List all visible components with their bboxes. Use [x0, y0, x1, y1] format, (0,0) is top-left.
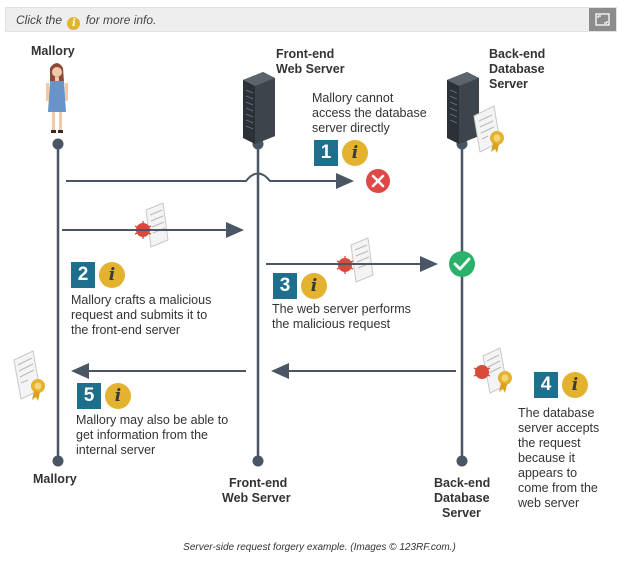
expand-icon [595, 13, 610, 26]
step-2-number: 2 [71, 262, 95, 288]
info-hint-suffix: for more info. [85, 13, 157, 27]
frontend-server-icon [243, 72, 275, 144]
backend-label-top-line1: Back-end [489, 47, 546, 61]
step-4-line: because it [518, 451, 575, 465]
frontend-label-top-line1: Front-end [276, 47, 335, 61]
step-2-line: Mallory crafts a malicious [71, 293, 212, 307]
mallory-label-bottom: Mallory [33, 472, 77, 486]
step-5-text: Mallory may also be able to get informat… [76, 413, 228, 458]
step-4-text: The database server accepts the request … [518, 406, 599, 511]
step-4-line: The database [518, 406, 595, 420]
step-1-line: access the database [312, 106, 427, 120]
frontend-lane-bottom-dot [252, 455, 264, 467]
frontend-label-bottom-line1: Front-end [229, 476, 288, 490]
step-1-line: Mallory cannot [312, 91, 394, 105]
step-3-line: The web server performs [272, 302, 411, 316]
backend-label-bottom-line2: Database [434, 491, 490, 505]
step-3-text: The web server performs the malicious re… [272, 302, 411, 332]
step-2-line: request and submits it to [71, 308, 208, 322]
backend-label-bottom-line1: Back-end [434, 476, 491, 490]
step-5-info-icon[interactable]: i [105, 383, 131, 409]
step-1-line: server directly [312, 121, 390, 135]
backend-label-top-line2: Database [489, 62, 545, 76]
frontend-label-top-line2: Web Server [276, 62, 345, 76]
step-2-text: Mallory crafts a malicious request and s… [71, 293, 211, 338]
info-hint-prefix: Click the [16, 13, 63, 27]
mallory-lane-bottom-dot [52, 455, 64, 467]
expand-button[interactable] [589, 8, 616, 31]
step-3-line: the malicious request [272, 317, 391, 331]
step-4-line: the request [518, 436, 581, 450]
arrow-step-1 [66, 172, 354, 189]
mallory-lane-top-dot [52, 138, 64, 150]
mallory-label-top: Mallory [31, 44, 75, 58]
malicious-request-icon-2 [336, 237, 374, 283]
frontend-label-bottom-line2: Web Server [222, 491, 291, 505]
step-4-info-icon[interactable]: i [562, 372, 588, 398]
figure-caption: Server-side request forgery example. (Im… [183, 542, 456, 553]
step-4-number: 4 [534, 372, 558, 398]
step-4-line: come from the [518, 481, 598, 495]
backend-label-top-line3: Server [489, 77, 528, 91]
certificate-icon-backend [473, 105, 504, 153]
step-4-line: appears to [518, 466, 578, 480]
step-5-line: internal server [76, 443, 156, 457]
certificate-response-icon [473, 347, 512, 394]
backend-label-bottom-line3: Server [442, 506, 481, 520]
info-toolbar: Click the i for more info. [5, 7, 617, 32]
info-hint: Click the i for more info. [16, 13, 156, 30]
mallory-avatar [46, 63, 68, 133]
backend-server-icon [447, 72, 479, 144]
certificate-icon-mallory [13, 350, 45, 401]
step-3-number: 3 [273, 273, 297, 299]
step-1-number: 1 [314, 140, 338, 166]
step-2-line: the front-end server [71, 323, 181, 337]
step-4-line: web server [518, 496, 580, 510]
step-5-line: get information from the [76, 428, 209, 442]
step-5-line: Mallory may also be able to [76, 413, 229, 427]
info-icon[interactable]: i [67, 17, 81, 30]
deny-icon [366, 169, 390, 193]
step-4-line: server accepts [518, 421, 600, 435]
step-1-info-icon[interactable]: i [342, 140, 368, 166]
backend-lane-bottom-dot [456, 455, 468, 467]
step-5-number: 5 [77, 383, 101, 409]
step-3-info-icon[interactable]: i [301, 273, 327, 299]
malicious-request-icon-1 [134, 202, 169, 248]
allow-icon [449, 251, 475, 277]
step-1-text: Mallory cannot access the database serve… [312, 91, 427, 136]
step-2-info-icon[interactable]: i [99, 262, 125, 288]
